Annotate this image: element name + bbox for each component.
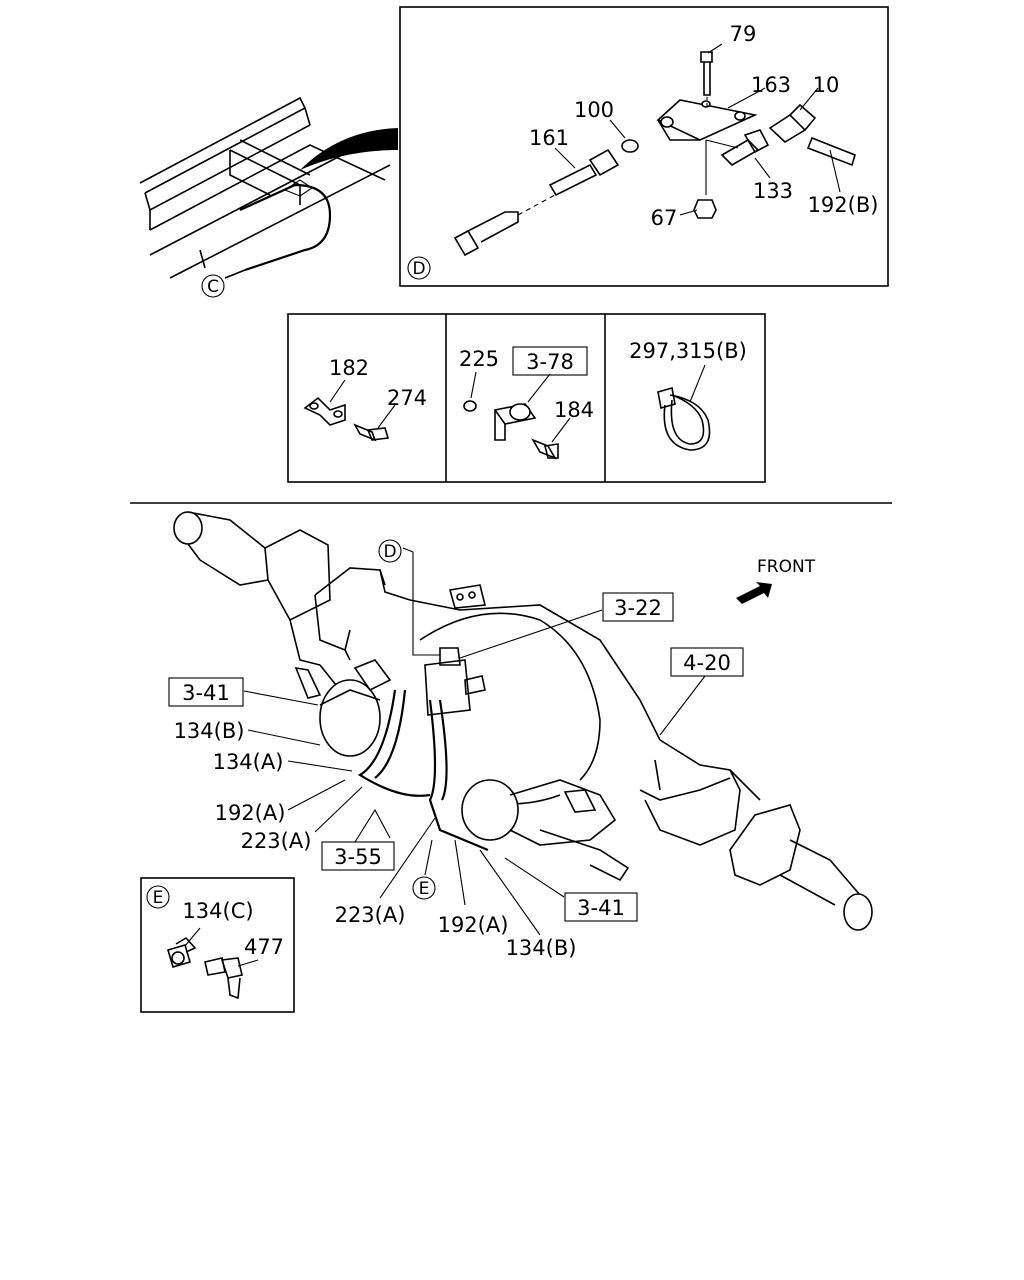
ref-3-55: 3-55 — [334, 845, 382, 869]
label-134b-bottom: 134(B) — [506, 936, 577, 960]
parts-box-297-315: 297,315(B) — [629, 339, 747, 451]
ref-box-3-41-right — [564, 892, 638, 922]
label-192a-bottom: 192(A) — [438, 913, 509, 937]
label-163: 163 — [751, 73, 791, 97]
label-134a: 134(A) — [213, 750, 284, 774]
marker-e-detail-label: E — [153, 888, 164, 908]
label-274: 274 — [387, 386, 427, 410]
marker-c: C — [201, 274, 225, 298]
label-133: 133 — [753, 179, 793, 203]
ref-3-78: 3-78 — [526, 350, 574, 374]
detail-e-panel: E 134(C) 477 — [140, 877, 295, 1013]
ref-box-3-41-left — [168, 677, 244, 707]
label-223a-bottom: 223(A) — [335, 903, 406, 927]
label-192b: 192(B) — [808, 193, 879, 217]
marker-c-label: C — [207, 277, 219, 297]
ref-box-4-20 — [670, 647, 744, 677]
label-161: 161 — [529, 126, 569, 150]
ref-4-20: 4-20 — [683, 651, 731, 675]
label-67: 67 — [651, 206, 678, 230]
front-label: FRONT — [757, 557, 816, 577]
label-477: 477 — [244, 935, 284, 959]
label-134c: 134(C) — [182, 899, 253, 923]
front-arrow-icon — [736, 582, 772, 604]
parts-box-182-274: 182 274 — [303, 356, 427, 442]
ref-box-3-55 — [321, 841, 395, 871]
label-184: 184 — [554, 398, 594, 422]
axle-view: FRONT D E 3-22 4-20 3-41 3-55 3-41 134(B… — [168, 511, 873, 960]
label-192a-left: 192(A) — [215, 801, 286, 825]
label-134b-left: 134(B) — [174, 719, 245, 743]
marker-e-main-label: E — [419, 879, 430, 899]
ref-box-3-78 — [512, 346, 588, 376]
label-10: 10 — [813, 73, 840, 97]
marker-d-top-label: D — [412, 259, 425, 279]
marker-d-top: D — [407, 256, 431, 280]
frame-view: C — [139, 96, 398, 298]
marker-e-main: E — [412, 876, 436, 900]
label-182: 182 — [329, 356, 369, 380]
detail-d-panel: 79 163 10 100 161 133 192(B) 67 D — [399, 6, 889, 287]
label-297-315b: 297,315(B) — [629, 339, 747, 363]
ref-box-3-22 — [602, 592, 674, 622]
label-223a-left: 223(A) — [241, 829, 312, 853]
marker-e-detail: E — [146, 885, 170, 909]
label-225: 225 — [459, 347, 499, 371]
parts-row: 182 274 225 3-78 184 297,315(B) — [287, 313, 766, 483]
label-79: 79 — [730, 22, 757, 46]
marker-d-main: D — [378, 539, 402, 563]
ref-3-22: 3-22 — [614, 596, 662, 620]
label-100: 100 — [574, 98, 614, 122]
parts-box-225-184: 225 3-78 184 — [459, 346, 594, 460]
marker-d-main-label: D — [383, 542, 396, 562]
ref-3-41-right: 3-41 — [577, 896, 625, 920]
ref-3-41-left: 3-41 — [182, 681, 230, 705]
